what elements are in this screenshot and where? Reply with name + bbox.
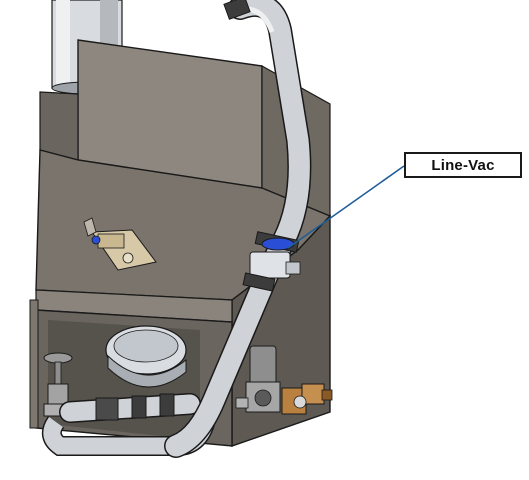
callout-leader-line — [287, 165, 405, 249]
pressure-regulator-icon — [235, 345, 281, 413]
line-vac-callout: Line-Vac — [404, 152, 522, 178]
mounting-bracket — [83, 217, 157, 271]
solenoid-valve-icon — [281, 383, 333, 415]
gate-valve-icon — [43, 352, 73, 417]
main-hose — [164, 0, 312, 458]
callout-label: Line-Vac — [431, 156, 495, 174]
hopper-lid-icon — [105, 325, 187, 388]
